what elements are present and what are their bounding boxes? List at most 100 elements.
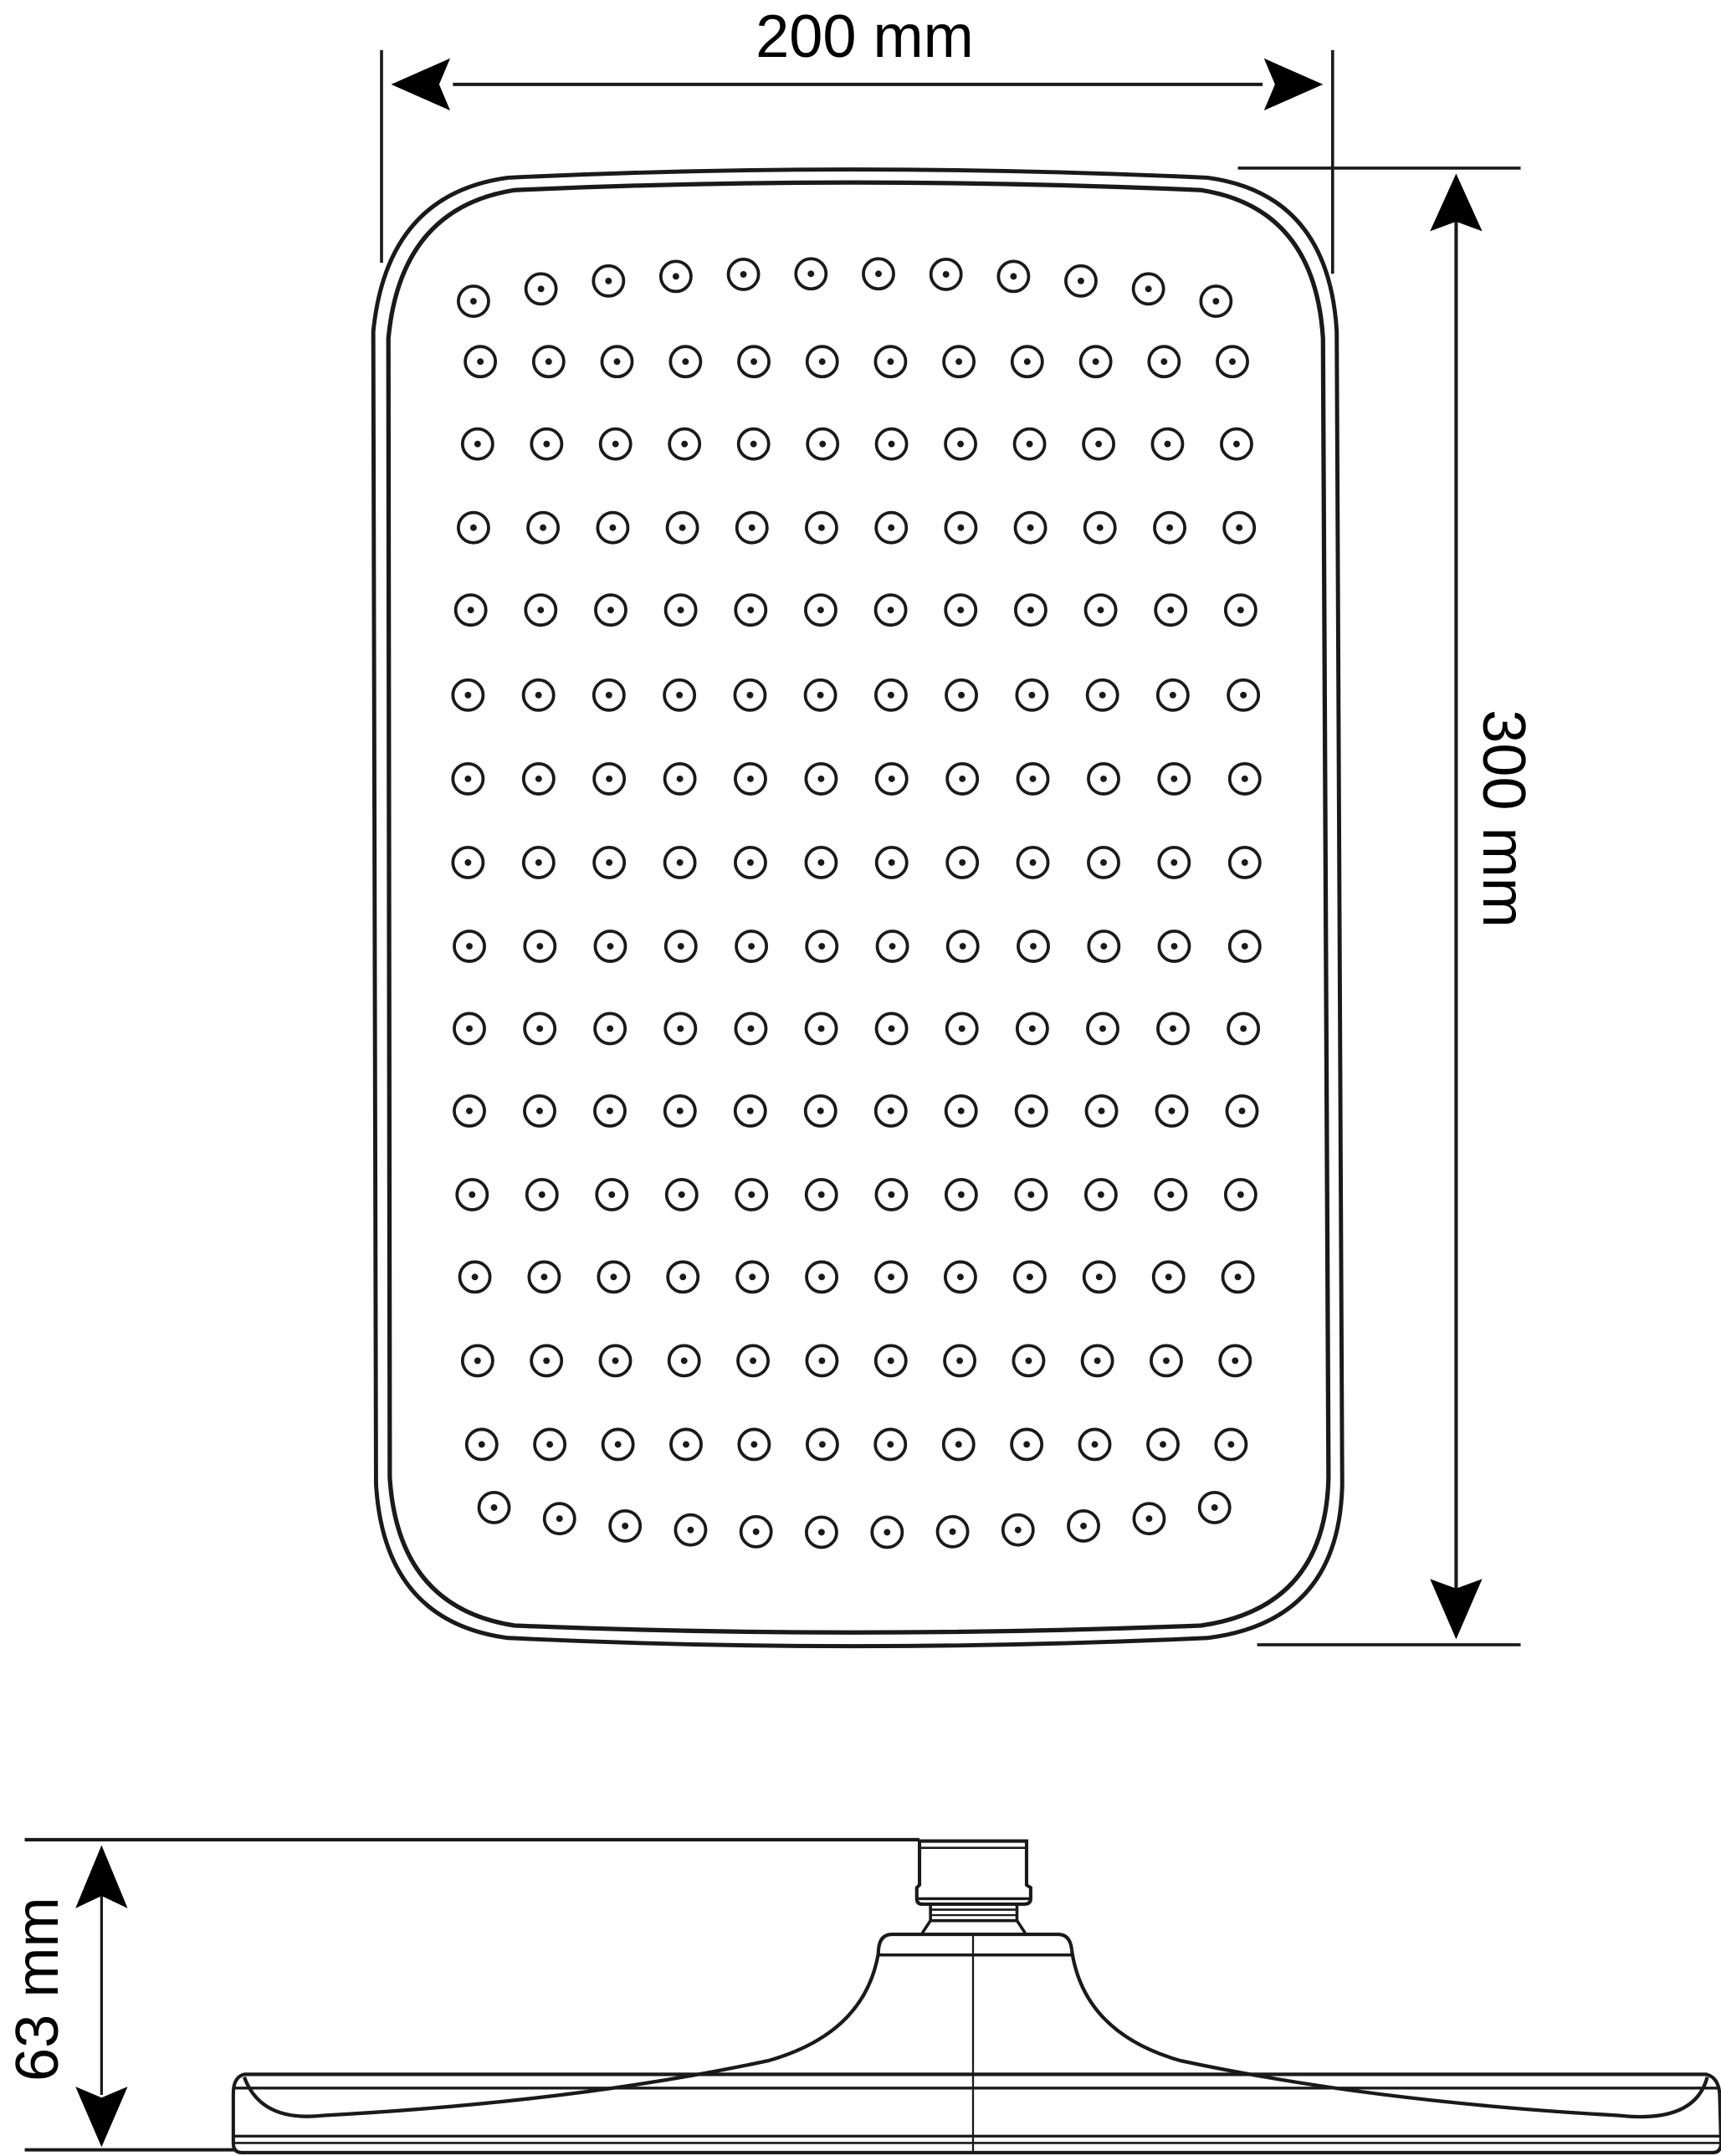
nozzle-icon [1227, 846, 1262, 879]
nozzle-icon [1087, 846, 1120, 879]
nozzle-icon [533, 1427, 567, 1462]
nozzle-icon [1010, 1427, 1044, 1462]
nozzle-icon [451, 761, 485, 796]
nozzle-icon [1012, 427, 1047, 461]
nozzle-icon [1080, 1344, 1114, 1378]
nozzle-icon [592, 846, 627, 879]
nozzle-icon [524, 593, 558, 627]
nozzle-icon [608, 1508, 643, 1543]
nozzle-icon [530, 1344, 564, 1378]
nozzle-icon [944, 593, 978, 627]
nozzle-icon [663, 846, 697, 879]
nozzle-icon [804, 1011, 838, 1046]
nozzle-icon [523, 1011, 557, 1046]
nozzle-icon [456, 284, 490, 318]
nozzle-icon [929, 257, 963, 291]
nozzle-icon [944, 510, 978, 545]
nozzle-icon [523, 1093, 556, 1128]
nozzle-icon [737, 345, 771, 379]
nozzle-icon [739, 1514, 773, 1549]
nozzle-icon [1155, 1093, 1189, 1128]
nozzle-icon [862, 257, 895, 291]
nozzle-icon [530, 427, 564, 461]
height-dimension: 300 mm [1237, 166, 1537, 1646]
nozzle-icon [1154, 1177, 1188, 1211]
nozzle-grid [451, 257, 1262, 1549]
nozzle-icon [453, 1093, 486, 1128]
nozzle-icon [806, 427, 840, 461]
arrow-up-icon [1430, 173, 1483, 232]
nozzle-icon [804, 1515, 838, 1549]
nozzle-icon [1082, 1260, 1116, 1294]
nozzle-icon [1082, 427, 1116, 461]
nozzle-icon [663, 1093, 697, 1128]
nozzle-icon [805, 1344, 839, 1378]
flared-body [242, 1933, 1709, 2154]
nozzle-icon [736, 1344, 770, 1378]
nozzle-icon [598, 427, 633, 461]
nozzle-icon [663, 593, 698, 627]
arrow-down-icon [75, 2087, 128, 2148]
nozzle-icon [1083, 510, 1117, 545]
nozzle-icon [1227, 761, 1262, 796]
nozzle-icon [1218, 1344, 1252, 1378]
width-label: 200 mm [755, 3, 974, 70]
nozzle-icon [593, 929, 627, 963]
nozzle-icon [944, 427, 978, 461]
nozzle-icon [665, 510, 699, 545]
nozzle-icon [1078, 1427, 1112, 1462]
nozzle-icon [805, 1427, 839, 1462]
nozzle-icon [597, 1260, 631, 1294]
nozzle-icon [734, 1011, 768, 1046]
nozzle-icon [663, 678, 697, 712]
nozzle-icon [874, 1011, 909, 1046]
arrow-left-icon [391, 58, 451, 111]
nozzle-icon [1221, 1260, 1255, 1294]
nozzle-icon [733, 678, 767, 712]
nozzle-icon [455, 1177, 489, 1211]
nozzle-icon [453, 593, 488, 627]
nozzle-icon [1014, 1177, 1048, 1211]
nozzle-icon [601, 1427, 635, 1462]
nozzle-icon [996, 259, 1031, 294]
nozzle-icon [735, 510, 769, 545]
nozzle-icon [456, 510, 490, 545]
arrow-right-icon [1263, 58, 1324, 111]
nozzle-icon [464, 345, 498, 379]
nozzle-icon [734, 761, 767, 796]
nozzle-icon [663, 1011, 698, 1046]
nozzle-icon [1131, 272, 1165, 306]
nozzle-icon [453, 1011, 486, 1046]
nozzle-icon [1156, 1011, 1190, 1046]
side-height-label: 63 mm [4, 1897, 71, 2082]
nozzle-icon [1012, 1344, 1046, 1378]
nozzle-icon [1223, 593, 1257, 627]
nozzle-icon [1150, 1344, 1183, 1378]
nozzle-icon [451, 846, 485, 879]
nozzle-icon [804, 846, 838, 879]
nozzle-icon [666, 1260, 700, 1294]
nozzle-icon [668, 345, 703, 379]
arrow-down-icon [1430, 1579, 1483, 1640]
nozzle-icon [1014, 1093, 1048, 1128]
nozzle-icon [874, 846, 909, 879]
nozzle-icon [464, 1427, 499, 1462]
nozzle-icon [804, 510, 838, 545]
nozzle-icon [1225, 1093, 1259, 1128]
nozzle-icon [945, 761, 980, 796]
nozzle-icon [1227, 1011, 1261, 1046]
top-view: 200 mm 300 mm [371, 3, 1537, 1649]
nozzle-icon [1013, 510, 1047, 545]
nozzle-icon [1084, 1093, 1119, 1128]
nozzle-icon [1150, 427, 1185, 461]
nozzle-icon [1157, 929, 1191, 963]
nozzle-icon [593, 1011, 627, 1046]
nozzle-icon [805, 929, 839, 963]
nozzle-icon [941, 1427, 976, 1462]
nozzle-icon [873, 1344, 908, 1378]
nozzle-icon [1012, 1260, 1047, 1294]
nozzle-icon [1010, 345, 1044, 379]
nozzle-icon [524, 272, 558, 306]
nozzle-icon [1220, 427, 1253, 461]
